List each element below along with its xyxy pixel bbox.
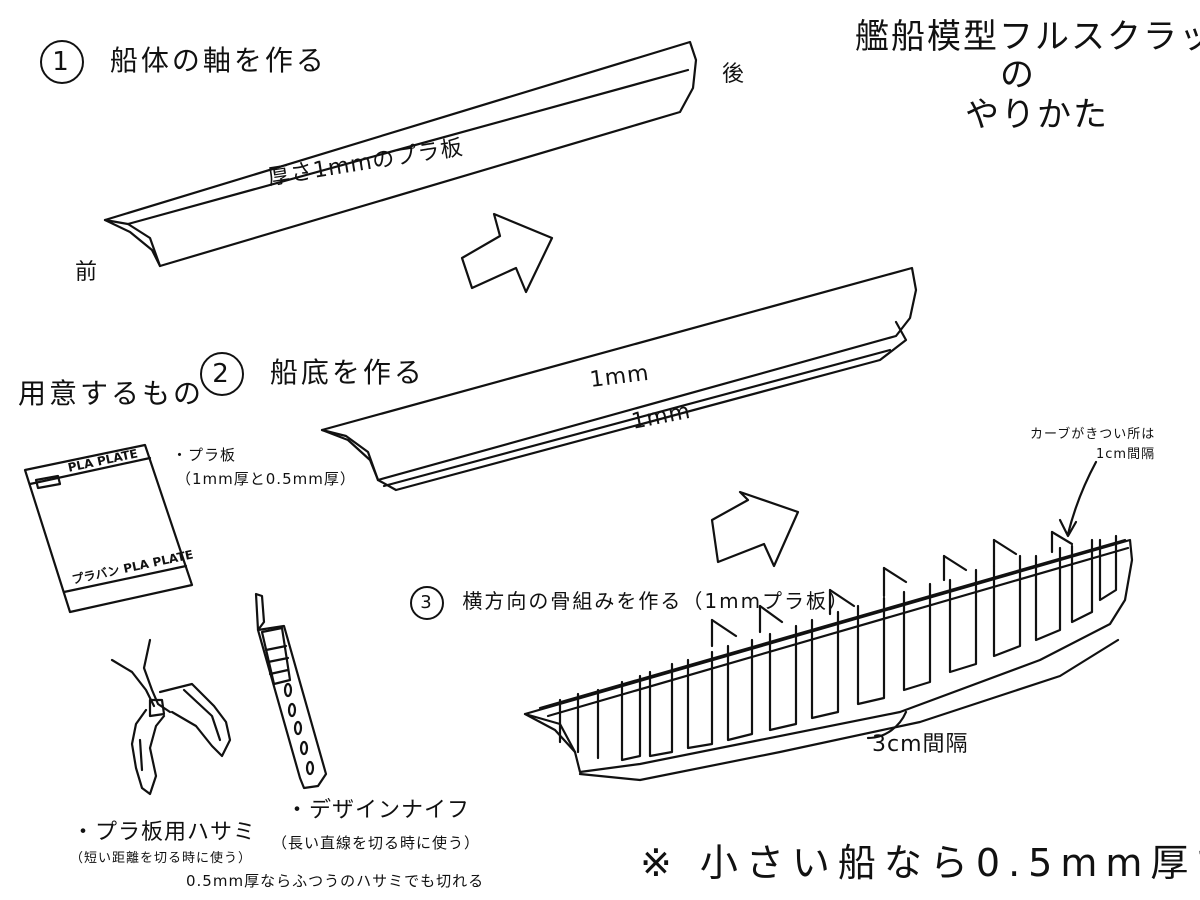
plate-item-label: ・プラ板 [172,448,236,463]
bow-label: 前 [75,262,98,284]
scissors-label: ・プラ板用ハサミ [72,822,256,844]
step2-label: 船底を作る [270,356,425,389]
curve-note-pointer [1060,462,1096,536]
knife-label: ・デザインナイフ [286,800,470,822]
plastic-sheet-package-drawing [25,445,192,612]
scissors-note: （短い距離を切る時に使う） [70,852,252,865]
scissors-drawing [112,640,230,794]
frame-spacing-label: 3cm間隔 [872,734,969,756]
materials-heading: 用意するもの [18,380,204,408]
step1-number: 1 [40,40,84,84]
step1-heading: 1 船体の軸を作る [40,40,327,84]
plate-item-detail: （1mm厚と0.5mm厚） [176,472,356,487]
step2-heading: 2 船底を作る [200,352,425,396]
page-title-line3: やりかた [965,98,1109,132]
arrow-step1-to-step2 [462,214,552,292]
scissors-tip-note: 0.5mm厚ならふつうのハサミでも切れる [186,874,484,889]
step2-number: 2 [200,352,244,396]
curve-note-line2: 1cm間隔 [1096,448,1155,461]
knife-note: （長い直線を切る時に使う） [272,836,480,851]
page-title-line1: 艦船模型フルスクラッチ [855,20,1200,54]
step3-label: 横方向の骨組みを作る（1mmプラ板） [462,589,850,613]
step3-number: 3 [410,586,444,620]
design-knife-drawing [256,594,326,788]
stern-label: 後 [722,64,745,86]
curve-note-line1: カーブがきつい所は [1030,428,1155,441]
step3-heading: 3 横方向の骨組みを作る（1mmプラ板） [410,586,850,620]
step1-label: 船体の軸を作る [110,44,327,77]
arrow-step2-to-step3 [712,492,798,566]
hull-frame-drawing [525,532,1132,780]
footer-note: ※ 小さい船なら0.5mm厚で [640,844,1200,882]
page-title-line2: の [1000,58,1036,92]
